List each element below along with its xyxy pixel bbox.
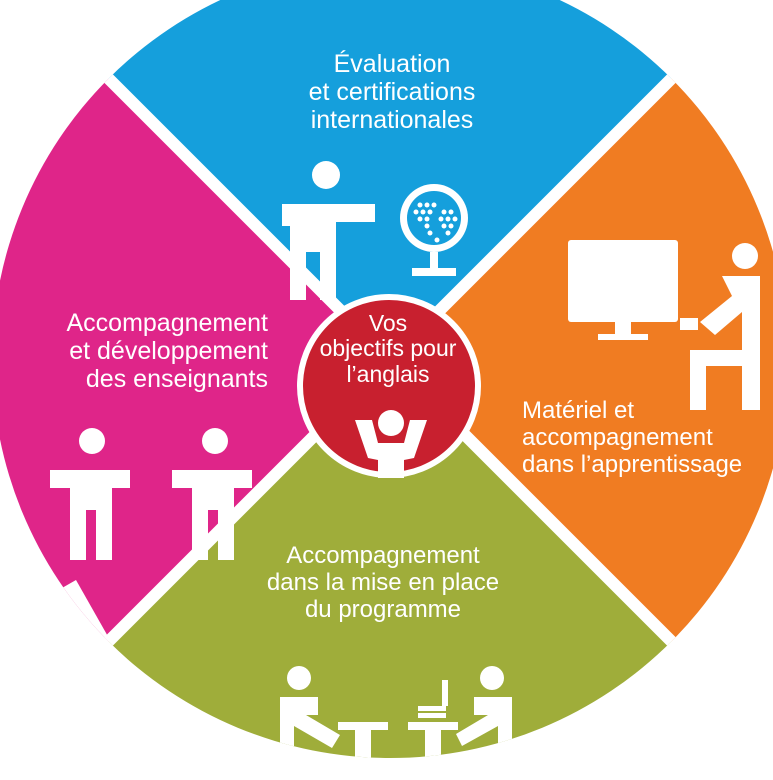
center-label-objectifs: Vos objectifs pour l’anglais xyxy=(300,310,476,387)
label-line: dans l’apprentissage xyxy=(522,450,743,478)
label-line: du programme xyxy=(304,595,462,623)
person-at-computer-icon xyxy=(568,240,760,410)
segment-label-materiel: Matériel et accompagnement dans l’appren… xyxy=(522,397,767,479)
label-line: Matériel et xyxy=(522,397,635,424)
label-line: Accompagnement xyxy=(66,309,268,337)
segment-left xyxy=(0,0,390,758)
cheering-person-icon xyxy=(355,410,427,478)
segment-label-enseignants: Accompagnement et développement des ense… xyxy=(6,309,268,393)
label-line: Accompagnement xyxy=(286,542,480,569)
label-line: et certifications xyxy=(308,78,476,106)
label-line: Évaluation xyxy=(333,50,451,78)
label-line: objectifs pour xyxy=(319,335,457,362)
label-line: et développement xyxy=(69,337,268,365)
segment-right xyxy=(390,0,773,758)
segment-label-evaluation: Évaluation et certifications internation… xyxy=(232,50,552,134)
label-line: internationales xyxy=(310,106,474,134)
label-line: des enseignants xyxy=(85,365,268,393)
people-at-desks-icon xyxy=(280,666,512,758)
label-line: accompagnement xyxy=(522,423,713,451)
label-line: dans la mise en place xyxy=(266,568,500,596)
label-line: Vos xyxy=(368,310,408,336)
label-line: l’anglais xyxy=(346,360,430,387)
segment-bottom xyxy=(0,360,773,758)
segment-label-programme: Accompagnement dans la mise en place du … xyxy=(222,542,544,624)
segment-top xyxy=(0,0,773,360)
teacher-with-globe-icon xyxy=(282,161,468,300)
